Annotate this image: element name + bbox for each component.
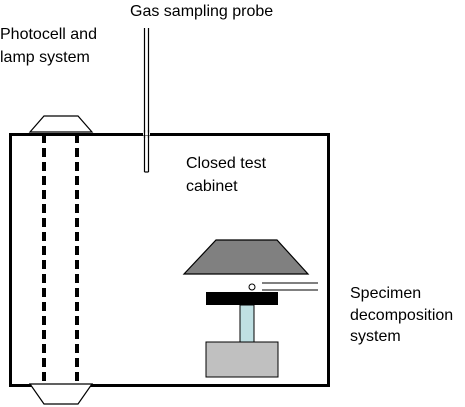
cabinet-label-line2: cabinet — [186, 178, 238, 195]
specimen-label-line3: system — [350, 328, 401, 345]
specimen-holder — [206, 292, 278, 305]
specimen-label-line1: Specimen — [350, 285, 421, 302]
photocell-label-line2: lamp system — [0, 49, 90, 66]
photocell-housing-bottom — [28, 383, 94, 405]
support-column — [239, 304, 255, 343]
specimen-decomposition-system — [182, 239, 318, 378]
gas-sampling-probe-label: Gas sampling probe — [130, 3, 273, 20]
lamp-housing-top — [28, 115, 94, 133]
photocell-label-line1: Photocell and — [0, 26, 97, 43]
specimen-label-line2: decomposition — [350, 307, 453, 324]
photocell-lamp-system — [28, 115, 94, 405]
igniter-spark — [248, 283, 256, 291]
cone-heater — [182, 239, 310, 275]
gas-sampling-probe — [143, 28, 150, 173]
load-cell-base — [205, 341, 279, 378]
cabinet-label-line1: Closed test — [186, 155, 267, 172]
cabinet-outline — [9, 133, 330, 387]
